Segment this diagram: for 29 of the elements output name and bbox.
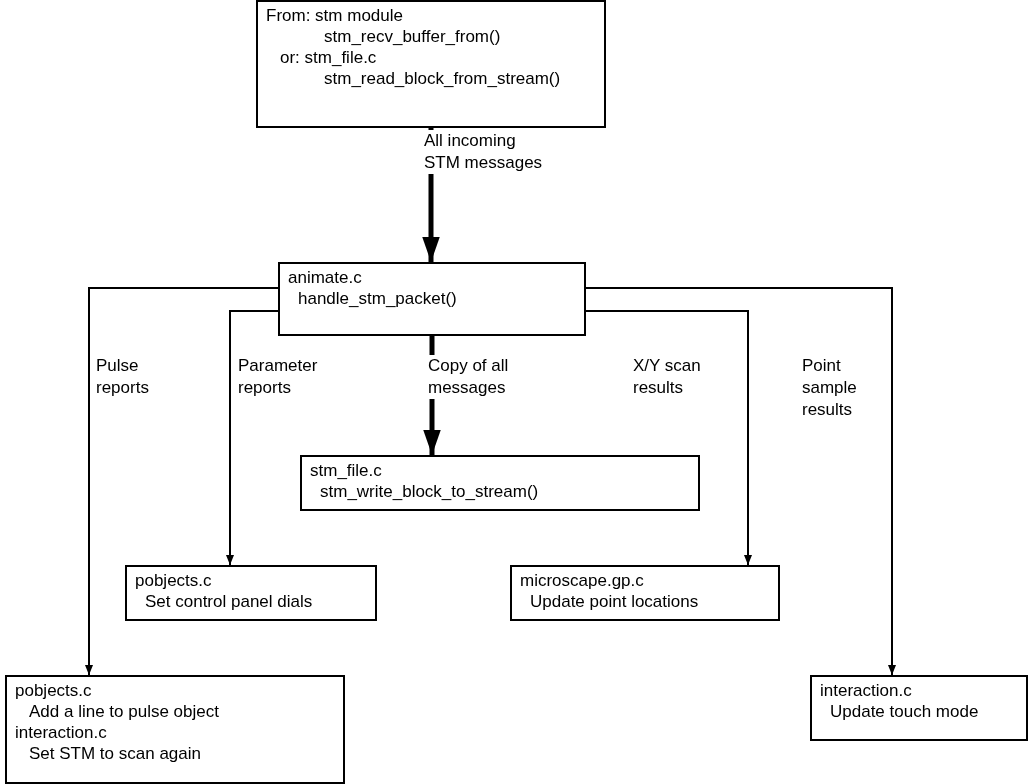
arrow <box>226 310 279 566</box>
process-box <box>300 455 700 511</box>
process-box <box>256 0 606 128</box>
box-text: stm_recv_buffer_from() <box>323 26 502 47</box>
box-text: interaction.c <box>820 680 913 701</box>
box-text: or: stm_file.c <box>279 47 378 68</box>
box-text: pobjects.c <box>135 570 213 591</box>
arrow <box>85 287 279 676</box>
process-box <box>510 565 780 621</box>
box-text: Update point locations <box>529 591 700 612</box>
process-box <box>5 675 345 784</box>
arrow <box>585 287 896 676</box>
box-text: Add a line to pulse object <box>28 701 220 722</box>
box-text: pobjects.c <box>15 680 93 701</box>
box-text: Set control panel dials <box>144 591 314 612</box>
box-text: From: stm module <box>266 5 404 26</box>
arrow <box>585 310 752 566</box>
box-text: microscape.gp.c <box>520 570 645 591</box>
process-box <box>810 675 1028 741</box>
box-text: Update touch mode <box>829 701 980 722</box>
process-box <box>125 565 377 621</box>
box-text: stm_write_block_to_stream() <box>319 481 540 502</box>
box-text: handle_stm_packet() <box>297 288 458 309</box>
box-text: Set STM to scan again <box>28 743 202 764</box>
process-box <box>278 262 586 336</box>
box-text: stm_file.c <box>310 460 383 481</box>
box-text: interaction.c <box>15 722 108 743</box>
box-text: animate.c <box>288 267 363 288</box>
box-text: stm_read_block_from_stream() <box>323 68 562 89</box>
